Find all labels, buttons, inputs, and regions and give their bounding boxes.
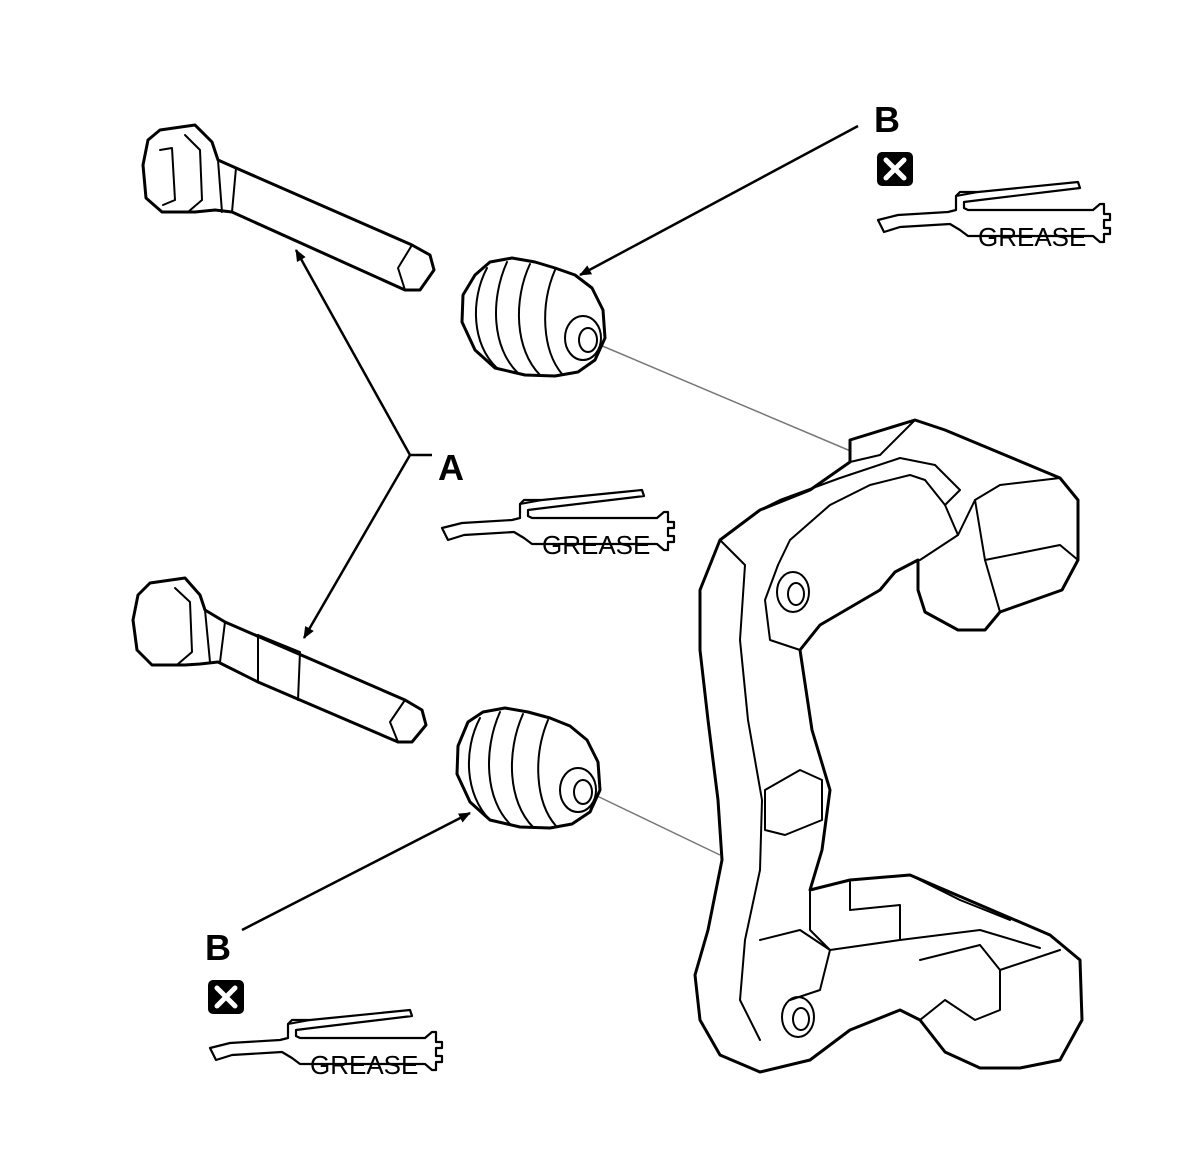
lower-guide-line xyxy=(594,794,721,856)
upper-boot-callout-label: B xyxy=(874,99,900,140)
pin-callout-label: A xyxy=(438,447,464,488)
lower-replace-icon xyxy=(208,980,244,1014)
lower-boot-leader xyxy=(241,811,471,932)
lower-pin-boot xyxy=(455,706,602,830)
upper-guide-line xyxy=(599,344,861,456)
upper-grease-label: GREASE xyxy=(978,222,1086,252)
upper-boot-leader xyxy=(579,124,859,277)
upper-replace-icon xyxy=(877,152,913,186)
middle-grease-gun-icon: GREASE xyxy=(440,488,676,560)
caliper-bracket xyxy=(693,418,1084,1074)
upper-grease-gun-icon: GREASE xyxy=(876,180,1112,252)
upper-pin-boot xyxy=(460,256,607,378)
lower-guide-pin xyxy=(131,576,428,744)
middle-grease-label: GREASE xyxy=(542,530,650,560)
lower-grease-label: GREASE xyxy=(310,1050,418,1080)
pin-leader-lines xyxy=(294,249,432,639)
lower-grease-gun-icon: GREASE xyxy=(208,1008,444,1080)
lower-boot-callout-label: B xyxy=(205,927,231,968)
upper-guide-pin xyxy=(141,123,436,292)
